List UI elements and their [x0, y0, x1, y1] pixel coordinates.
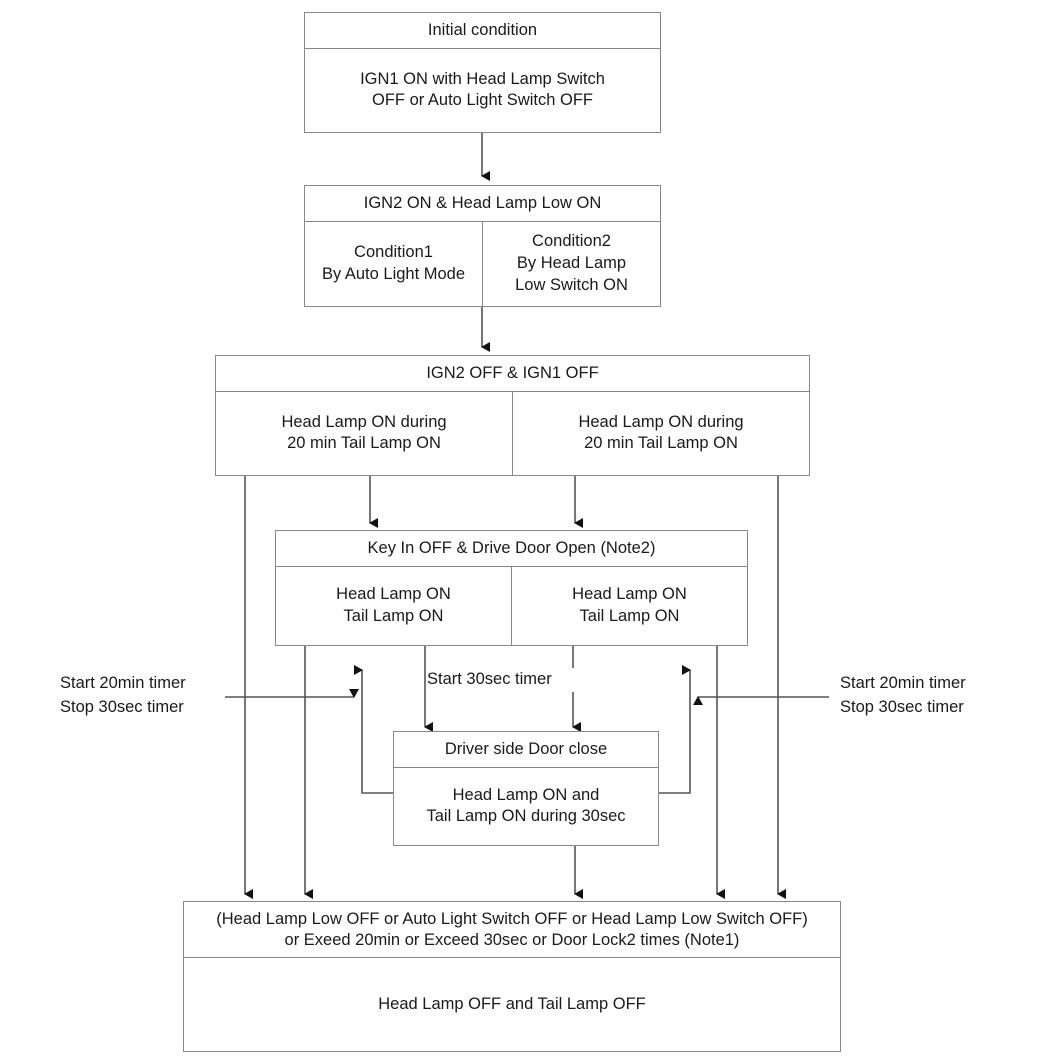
- node-initial-condition-cell-1: IGN1 ON with Head Lamp Switch OFF or Aut…: [360, 69, 605, 110]
- node-ign2-on-header: IGN2 ON & Head Lamp Low ON: [305, 186, 660, 222]
- node-ign2-off[interactable]: IGN2 OFF & IGN1 OFF Head Lamp ON during …: [215, 355, 810, 476]
- node-ign2-off-cell-left: Head Lamp ON during 20 min Tail Lamp ON: [281, 412, 447, 453]
- node-ign2-on-cell-condition2: Condition2 By Head Lamp Low Switch ON: [482, 221, 660, 306]
- connector-doorclose-return-right: [658, 665, 691, 794]
- annotation-left-timer: Start 20min timer Stop 30sec timer: [60, 672, 225, 720]
- node-ign2-off-header: IGN2 OFF & IGN1 OFF: [216, 356, 809, 392]
- annotation-right-timer: Start 20min timer Stop 30sec timer: [840, 672, 1005, 720]
- node-ign2-on[interactable]: IGN2 ON & Head Lamp Low ON Condition1 By…: [304, 185, 661, 307]
- node-key-in-off-cell-left: Head Lamp ON Tail Lamp ON: [336, 585, 451, 625]
- node-lamps-off-header: (Head Lamp Low OFF or Auto Light Switch …: [184, 902, 840, 959]
- node-lamps-off[interactable]: (Head Lamp Low OFF or Auto Light Switch …: [183, 901, 841, 1052]
- node-driver-door-close-cell-1: Head Lamp ON and Tail Lamp ON during 30s…: [426, 785, 626, 826]
- node-key-in-off-body: Head Lamp ON Tail Lamp ON Head Lamp ON T…: [276, 566, 747, 645]
- node-key-in-off-cell-right: Head Lamp ON Tail Lamp ON: [511, 566, 747, 645]
- node-initial-condition[interactable]: Initial condition IGN1 ON with Head Lamp…: [304, 12, 661, 133]
- annotation-start-30sec-timer: Start 30sec timer: [427, 668, 577, 692]
- node-key-in-off-header: Key In OFF & Drive Door Open (Note2): [276, 531, 747, 567]
- node-initial-condition-body: IGN1 ON with Head Lamp Switch OFF or Aut…: [305, 49, 660, 132]
- node-ign2-on-cell-condition1: Condition1 By Auto Light Mode: [321, 243, 466, 283]
- node-key-in-off[interactable]: Key In OFF & Drive Door Open (Note2) Hea…: [275, 530, 748, 646]
- node-driver-door-close-body: Head Lamp ON and Tail Lamp ON during 30s…: [394, 768, 658, 845]
- node-lamps-off-cell-1: Head Lamp OFF and Tail Lamp OFF: [378, 994, 646, 1013]
- node-driver-door-close-header: Driver side Door close: [394, 732, 658, 768]
- node-driver-door-close[interactable]: Driver side Door close Head Lamp ON and …: [393, 731, 659, 846]
- node-initial-condition-header: Initial condition: [305, 13, 660, 49]
- node-ign2-off-cell-right: Head Lamp ON during 20 min Tail Lamp ON: [512, 391, 809, 475]
- node-ign2-off-body: Head Lamp ON during 20 min Tail Lamp ON …: [216, 391, 809, 475]
- connector-doorclose-return-left: [354, 665, 393, 794]
- node-lamps-off-body: Head Lamp OFF and Tail Lamp OFF: [184, 958, 840, 1051]
- node-ign2-on-body: Condition1 By Auto Light Mode Condition2…: [305, 221, 660, 306]
